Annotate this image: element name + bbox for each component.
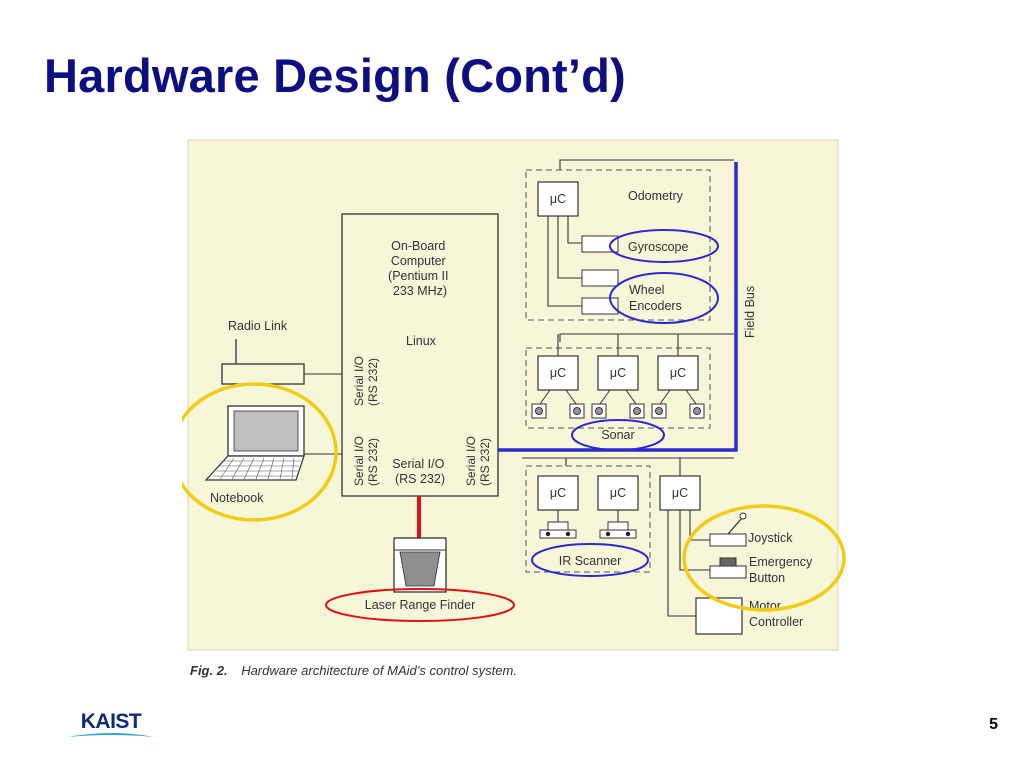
wheel-encoders-label: Wheel Encoders: [629, 283, 682, 313]
svg-text:Serial I/O: Serial I/O: [352, 356, 366, 406]
svg-text:Serial I/O: Serial I/O: [464, 436, 478, 486]
hardware-architecture-figure: On-Board Computer (Pentium II 233 MHz) L…: [182, 130, 848, 686]
notebook-highlight: [182, 382, 338, 522]
odometry-label: Odometry: [628, 189, 684, 203]
svg-text:(RS 232): (RS 232): [366, 358, 380, 406]
svg-text:Serial I/O: Serial I/O: [352, 436, 366, 486]
svg-text:μC: μC: [550, 366, 566, 380]
emergency-button-label: Emergency Button: [749, 555, 816, 585]
kaist-logo-text: KAIST: [80, 710, 142, 733]
joystick-label: Joystick: [748, 531, 793, 545]
svg-text:μC: μC: [610, 486, 626, 500]
odometry-group: [525, 169, 711, 321]
svg-text:μC: μC: [672, 486, 688, 500]
sonar-uc-1: μC: [537, 334, 579, 391]
gyroscope-label: Gyroscope: [628, 240, 688, 254]
joystick-icon: [709, 512, 747, 547]
serial-io-left-upper: Serial I/O (RS 232): [352, 356, 380, 406]
svg-text:μC: μC: [670, 366, 686, 380]
motor-controller-box: [695, 597, 743, 635]
sonar-uc-2: μC: [597, 334, 639, 391]
onboard-computer-label: On-Board Computer (Pentium II 233 MHz): [388, 239, 452, 298]
control-uc: μC: [659, 475, 701, 511]
gyroscope-highlight: [609, 229, 719, 263]
sonar-sensors: [531, 389, 705, 419]
svg-text:(RS 232): (RS 232): [478, 438, 492, 486]
ir-uc-2: μC: [597, 475, 639, 539]
serial-io-bottom: Serial I/O (RS 232): [392, 457, 448, 486]
ir-scanner-label: IR Scanner: [559, 554, 622, 568]
kaist-logo: KAIST: [66, 710, 156, 742]
kaist-logo-swoosh: [68, 733, 154, 737]
field-bus-line: [498, 162, 738, 452]
sonar-highlight: [571, 419, 665, 451]
wheel-encoder-box-2: [581, 297, 619, 315]
laser-range-finder-highlight: [325, 588, 515, 622]
laser-range-finder-icon: [393, 537, 447, 593]
odometry-uc-box: [537, 181, 579, 217]
sonar-label: Sonar: [601, 428, 634, 442]
ir-scanner-highlight: [531, 543, 649, 577]
figure-caption: Fig. 2. Hardware architecture of MAid’s …: [190, 663, 517, 678]
serial-io-left-lower: Serial I/O (RS 232): [352, 436, 380, 486]
notebook-icon: [204, 405, 305, 481]
odometry-uc-label: μC: [550, 192, 566, 206]
joystick-emergency-highlight: [682, 504, 846, 612]
figure-caption-number: Fig. 2.: [190, 663, 228, 678]
svg-text:μC: μC: [550, 486, 566, 500]
page-number: 5: [989, 716, 998, 733]
emergency-button-icon: [709, 557, 747, 579]
slide-title: Hardware Design (Cont’d): [44, 49, 626, 102]
notebook-label: Notebook: [210, 491, 264, 505]
os-label: Linux: [406, 334, 437, 348]
svg-text:μC: μC: [610, 366, 626, 380]
figure-caption-text: Hardware architecture of MAid’s control …: [241, 663, 517, 678]
sonar-uc-3: μC: [657, 334, 699, 391]
serial-io-right: Serial I/O (RS 232): [464, 436, 492, 486]
gyroscope-box: [581, 235, 619, 253]
ir-scanner-group: [525, 465, 651, 573]
laser-range-finder-label: Laser Range Finder: [365, 598, 475, 612]
svg-text:(RS 232): (RS 232): [366, 438, 380, 486]
ir-uc-1: μC: [537, 475, 579, 539]
wheel-encoder-box-1: [581, 269, 619, 287]
wheel-encoders-highlight: [609, 272, 719, 324]
radio-link-label: Radio Link: [228, 319, 288, 333]
field-bus-label: Field Bus: [743, 286, 757, 338]
